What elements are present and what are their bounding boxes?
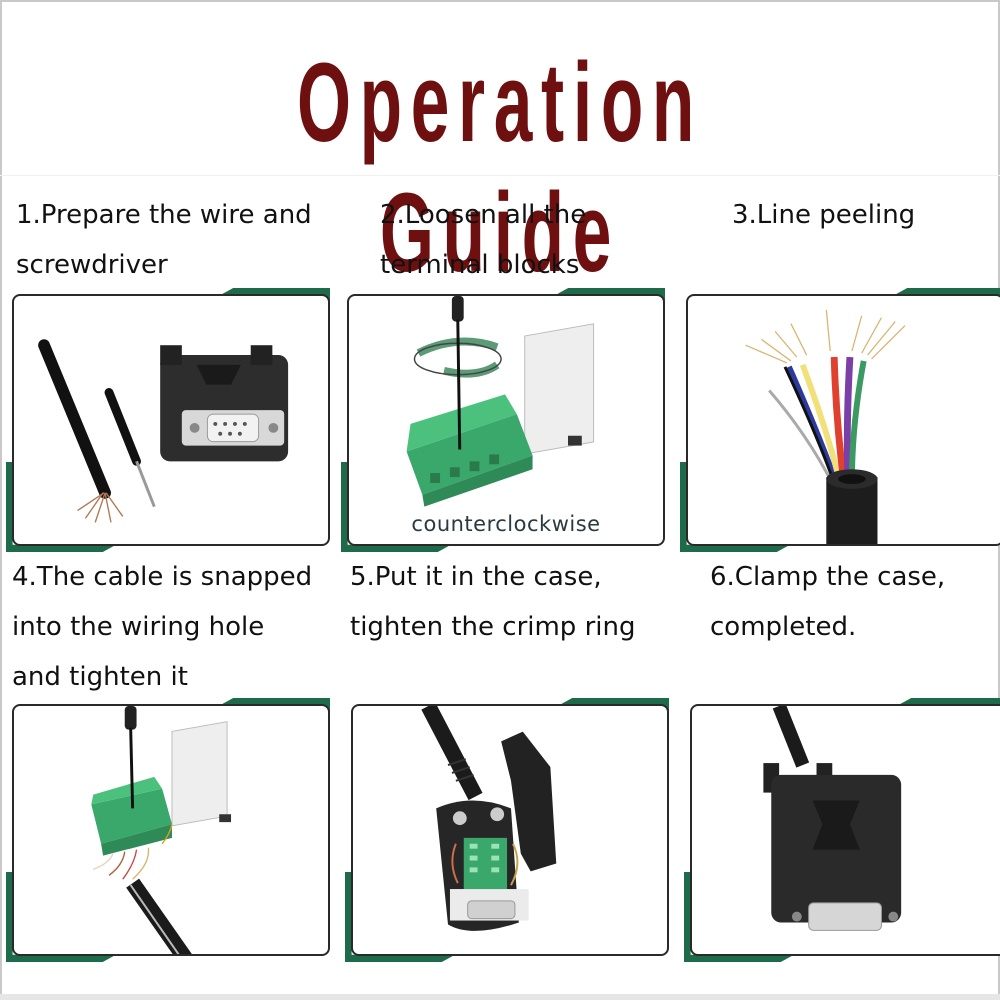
step-6-caption-line-1: 6.Clamp the case, <box>710 562 946 592</box>
step-3-image <box>686 294 1000 546</box>
step-4-caption-line-2: into the wiring hole <box>12 612 265 642</box>
step-2-caption-line-1: 2.Loosen all the <box>380 200 587 230</box>
step-3-image-panel <box>680 288 1000 552</box>
step-6-image <box>690 704 1000 956</box>
step-1-caption-line-2: screwdriver <box>16 250 168 280</box>
step-2-caption-line-2: terminal blocks <box>380 250 580 280</box>
step-5-caption-line-2: tighten the crimp ring <box>350 612 636 642</box>
step-4-image-panel <box>6 698 330 962</box>
counterclockwise-label: counterclockwise <box>411 512 601 536</box>
step-5-image <box>351 704 669 956</box>
cable-in-terminal-illustration <box>91 706 232 954</box>
step-2-image: counterclockwise <box>347 294 665 546</box>
step-5-caption: 5.Put it in the case, tighten the crimp … <box>350 552 635 652</box>
step-2-image-panel: counterclockwise <box>341 288 665 552</box>
step-5-caption-line-1: 5.Put it in the case, <box>350 562 602 592</box>
step-6-caption: 6.Clamp the case, completed. <box>710 552 945 652</box>
title-divider <box>0 175 1000 176</box>
assembled-connector-illustration <box>763 706 902 931</box>
stripped-cable-illustration <box>745 309 906 544</box>
step-3-caption: 3.Line peeling <box>732 190 915 240</box>
connector-in-case-illustration <box>421 706 557 931</box>
step-4-caption-line-1: 4.The cable is snapped <box>12 562 313 592</box>
step-6-image-panel <box>684 698 1000 962</box>
step-6-caption-line-2: completed. <box>710 612 857 642</box>
step-4-caption: 4.The cable is snapped into the wiring h… <box>12 552 312 702</box>
step-1-caption: 1.Prepare the wire and screwdriver <box>16 190 312 290</box>
terminal-block-loosening-illustration <box>406 296 595 507</box>
step-1-image <box>12 294 330 546</box>
page-border-bottom <box>0 994 1000 1000</box>
step-1-caption-line-1: 1.Prepare the wire and <box>16 200 312 230</box>
step-5-image-panel <box>345 698 669 962</box>
wire-screwdriver-connector-illustration <box>38 339 289 523</box>
step-1-image-panel <box>6 288 330 552</box>
page-title: Operation Guide <box>296 40 704 295</box>
step-4-caption-line-3: and tighten it <box>12 662 188 692</box>
step-3-caption-line-1: 3.Line peeling <box>732 200 916 230</box>
step-4-image <box>12 704 330 956</box>
step-2-caption: 2.Loosen all the terminal blocks <box>380 190 586 290</box>
